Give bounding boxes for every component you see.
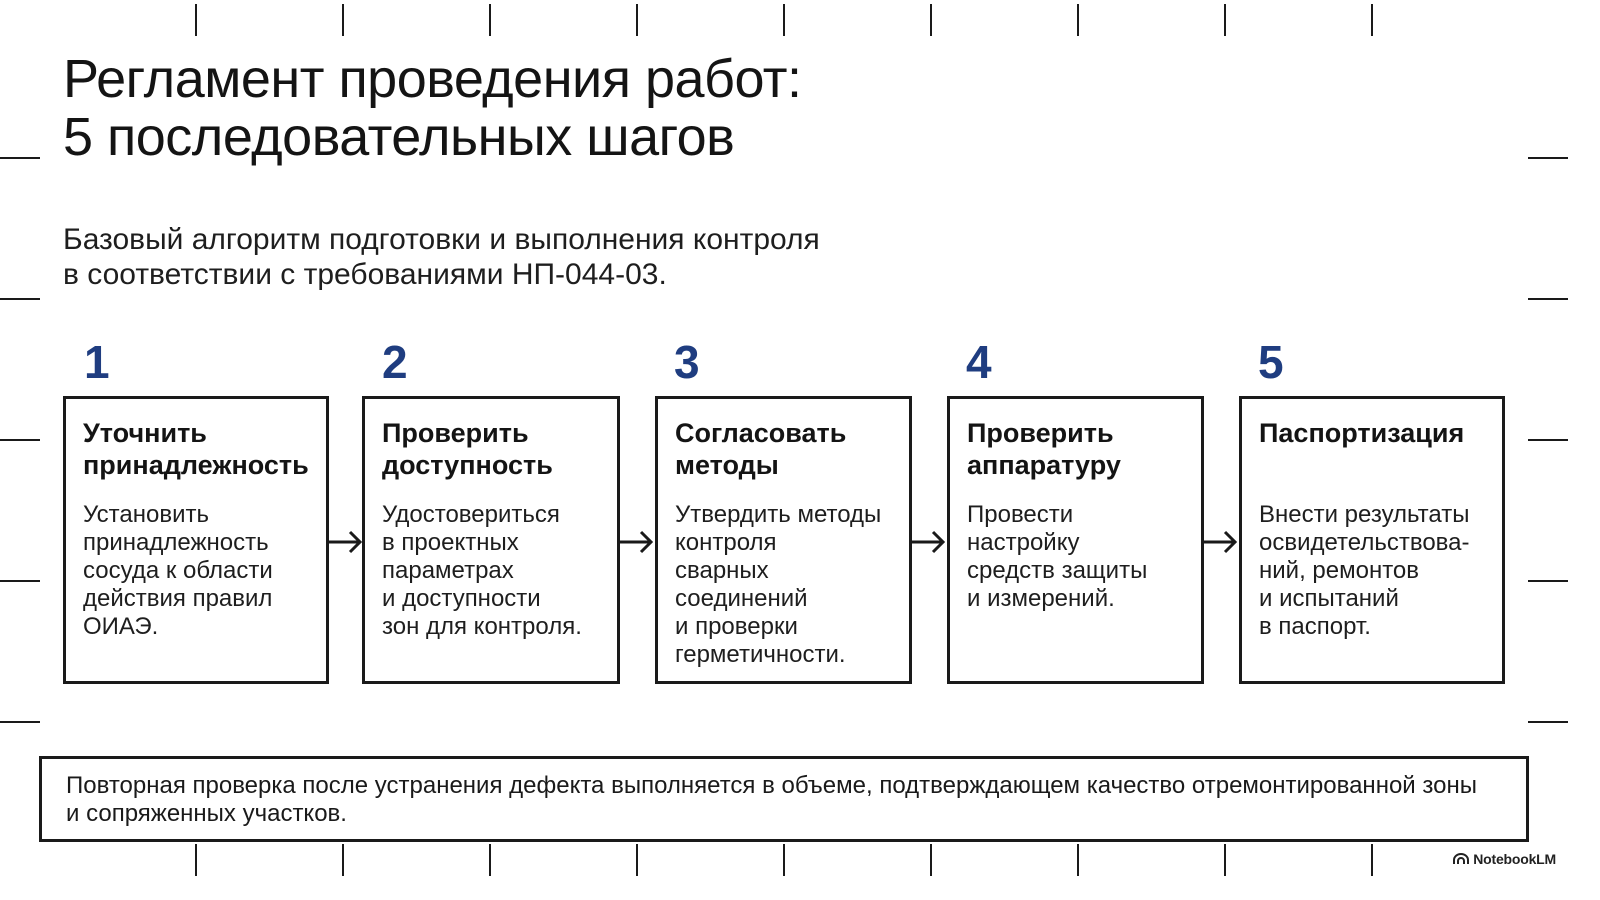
frame-tick: [489, 844, 491, 876]
step-description: Внести результаты освидетельствова- ний,…: [1259, 501, 1492, 641]
note-box: Повторная проверка после устранения дефе…: [39, 756, 1529, 842]
step-description: Удостовериться в проектных параметрах и …: [382, 501, 607, 641]
step-card: Проверить доступность Удостовериться в п…: [362, 396, 620, 684]
frame-tick: [1077, 4, 1079, 36]
step-description: Утвердить методы контроля сварных соедин…: [675, 501, 899, 669]
step-title-line: Согласовать: [675, 418, 847, 448]
brand-watermark: NotebookLM: [1453, 851, 1556, 867]
page-title: Регламент проведения работ: 5 последоват…: [63, 50, 802, 166]
step-description-line: освидетельствова-: [1259, 529, 1470, 556]
frame-tick: [1528, 580, 1568, 582]
frame-tick: [1224, 844, 1226, 876]
frame-tick: [1077, 844, 1079, 876]
page-subtitle: Базовый алгоритм подготовки и выполнения…: [63, 222, 820, 292]
step-number: 2: [382, 336, 408, 388]
note-line: Повторная проверка после устранения дефе…: [66, 772, 1477, 799]
step-number: 1: [84, 336, 110, 388]
step-description-line: и измерений.: [967, 585, 1115, 612]
step-description-line: зон для контроля.: [382, 613, 582, 640]
step-description-line: действия правил: [83, 585, 273, 612]
step-title-line: методы: [675, 450, 779, 480]
step-description-line: герметичности.: [675, 641, 846, 668]
step-title: Проверить доступность: [382, 417, 607, 481]
step-description-line: и проверки: [675, 613, 798, 640]
arrow-right-icon: [910, 530, 946, 554]
frame-tick: [636, 4, 638, 36]
frame-tick: [0, 439, 40, 441]
step-description-line: параметрах: [382, 557, 514, 584]
frame-tick: [930, 4, 932, 36]
frame-tick: [1528, 157, 1568, 159]
step-title: Согласовать методы: [675, 417, 899, 481]
frame-tick: [636, 844, 638, 876]
frame-tick: [489, 4, 491, 36]
frame-tick: [1528, 298, 1568, 300]
page-subtitle-line: в соответствии с требованиями НП-044-03.: [63, 258, 667, 291]
step-title: Паспортизация: [1259, 417, 1492, 449]
step-card: Паспортизация Внести результаты освидете…: [1239, 396, 1505, 684]
step-description-line: ний, ремонтов: [1259, 557, 1420, 584]
step-description-line: контроля: [675, 529, 777, 556]
page-title-line: 5 последовательных шагов: [63, 107, 735, 167]
frame-tick: [930, 844, 932, 876]
step-description-line: Утвердить методы: [675, 501, 882, 528]
arrow-right-icon: [327, 530, 363, 554]
step-description-line: настройку: [967, 529, 1080, 556]
arrow-right-icon: [1202, 530, 1238, 554]
step-title-line: доступность: [382, 450, 553, 480]
step-description-line: ОИАЭ.: [83, 613, 159, 640]
frame-tick: [0, 157, 40, 159]
step-description-line: в проектных: [382, 529, 519, 556]
step-title-line: Паспортизация: [1259, 418, 1465, 448]
step-number: 5: [1258, 336, 1284, 388]
frame-tick: [1224, 4, 1226, 36]
frame-tick: [1528, 439, 1568, 441]
step-description: Установить принадлежность сосуда к облас…: [83, 501, 316, 641]
frame-tick: [1371, 844, 1373, 876]
frame-tick: [0, 298, 40, 300]
step-description-line: сосуда к области: [83, 557, 273, 584]
step-description-line: Провести: [967, 501, 1074, 528]
step-card: Проверить аппаратуру Провести настройку …: [947, 396, 1204, 684]
brand-label: NotebookLM: [1473, 851, 1556, 867]
step-description-line: принадлежность: [83, 529, 269, 556]
step-card: Согласовать методы Утвердить методы конт…: [655, 396, 912, 684]
frame-tick: [783, 844, 785, 876]
notebooklm-logo-icon: [1453, 853, 1470, 864]
step-description: Провести настройку средств защиты и изме…: [967, 501, 1191, 613]
step-description-line: Внести результаты: [1259, 501, 1470, 528]
step-description-line: средств защиты: [967, 557, 1148, 584]
page-title-line: Регламент проведения работ:: [63, 49, 802, 109]
step-description-line: соединений: [675, 585, 808, 612]
step-number: 4: [966, 336, 992, 388]
step-card: Уточнить принадлежность Установить прина…: [63, 396, 329, 684]
frame-tick: [1371, 4, 1373, 36]
step-description-line: в паспорт.: [1259, 613, 1371, 640]
step-description-line: и доступности: [382, 585, 541, 612]
step-title-line: Уточнить: [83, 418, 207, 448]
step-title: Уточнить принадлежность: [83, 417, 316, 481]
step-number: 3: [674, 336, 700, 388]
page-subtitle-line: Базовый алгоритм подготовки и выполнения…: [63, 223, 820, 256]
step-title: Проверить аппаратуру: [967, 417, 1191, 481]
frame-tick: [342, 4, 344, 36]
step-title-line: аппаратуру: [967, 450, 1121, 480]
step-description-line: и испытаний: [1259, 585, 1399, 612]
step-description-line: сварных: [675, 557, 769, 584]
frame-tick: [342, 844, 344, 876]
frame-tick: [0, 721, 40, 723]
note-line: и сопряженных участков.: [66, 800, 347, 827]
arrow-right-icon: [618, 530, 654, 554]
step-description-line: Установить: [83, 501, 209, 528]
step-title-line: Проверить: [967, 418, 1114, 448]
frame-tick: [0, 580, 40, 582]
frame-tick: [783, 4, 785, 36]
frame-tick: [1528, 721, 1568, 723]
step-title-line: принадлежность: [83, 450, 309, 480]
step-title-line: Проверить: [382, 418, 529, 448]
frame-tick: [195, 4, 197, 36]
frame-tick: [195, 844, 197, 876]
step-description-line: Удостовериться: [382, 501, 560, 528]
